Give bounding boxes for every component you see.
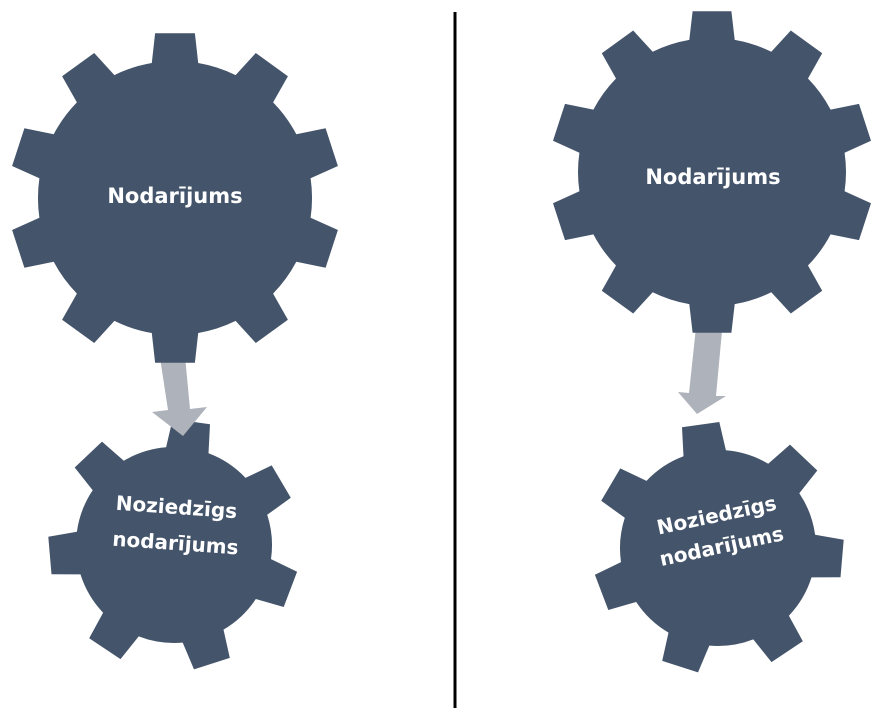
right-down-arrow <box>678 318 726 414</box>
right-small-gear: Noziedzīgs nodarījums <box>594 422 844 673</box>
small-gear-icon <box>48 419 298 670</box>
left-big-gear-label: Nodarījums <box>107 184 242 208</box>
left-small-gear: Noziedzīgs nodarījums <box>48 419 298 670</box>
right-panel: Noziedzīgs nodarījums Nodarījums <box>553 11 871 673</box>
small-gear-icon <box>594 422 844 673</box>
right-big-gear: Nodarījums <box>553 11 871 333</box>
big-gear-icon <box>553 11 871 333</box>
left-panel: Noziedzīgs nodarījums Nodarījums <box>12 33 338 670</box>
right-big-gear-label: Nodarījums <box>645 165 780 189</box>
left-big-gear: Nodarījums <box>12 33 338 363</box>
big-gear-icon <box>12 33 338 363</box>
